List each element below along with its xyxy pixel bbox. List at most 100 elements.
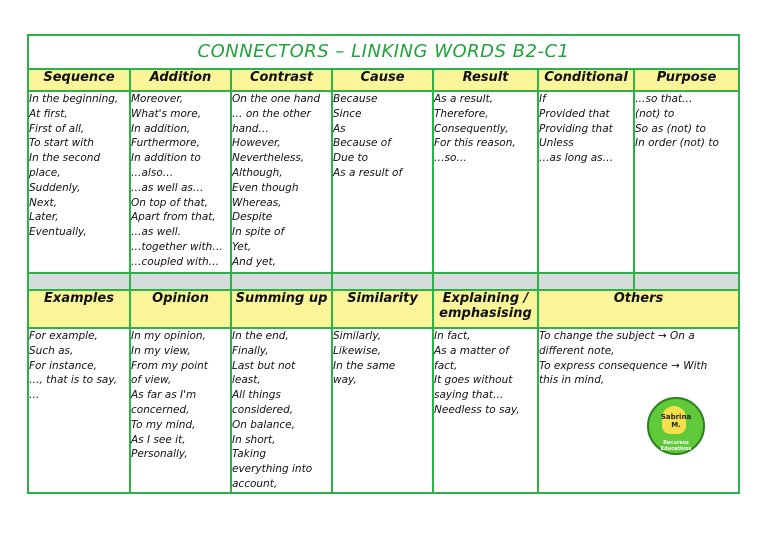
connector-item: Although, [232, 166, 283, 179]
column-addition: Moreover, What's more, In addition, Further… [129, 90, 232, 274]
column-examples: For example,Such as,For instance,…, that… [29, 327, 131, 494]
connector-item: Yet, [232, 240, 252, 253]
header-opinion: Opinion [129, 289, 232, 329]
connector-item: account, [232, 477, 278, 490]
divider-cell [129, 272, 232, 291]
connector-item: As a result, [434, 93, 494, 105]
divider-cell [633, 272, 738, 291]
divider-cell [432, 272, 539, 291]
header-cause: Cause [331, 68, 434, 92]
connector-item: different note, [539, 344, 615, 357]
brand-logo: Sabrina M. Recursos Educativos [647, 397, 705, 455]
connector-item: Consequently, [434, 122, 509, 135]
header-explaining: Explaining / emphasising [432, 289, 539, 329]
connector-item: Unless [539, 137, 574, 150]
connector-item: Finally, [232, 344, 269, 357]
logo-name-line2: M. [671, 421, 681, 429]
connector-item: …so that… [635, 93, 693, 105]
connector-item: Needless to say, [434, 403, 520, 416]
connector-item: Eventually, [29, 226, 87, 239]
connector-item: …as well as… [131, 181, 204, 194]
header-result: Result [432, 68, 539, 92]
connector-item: From my point [131, 359, 208, 372]
connector-item: In the end, [232, 330, 289, 342]
connector-item: concerned, [131, 403, 190, 416]
header-contrast: Contrast [230, 68, 333, 92]
header-summing-up: Summing up [230, 289, 333, 329]
connector-item: In the second [29, 152, 101, 165]
header-others: Others [537, 289, 738, 329]
connector-item: … [29, 389, 40, 402]
connector-item: saying that… [434, 389, 504, 402]
header-similarity: Similarity [331, 289, 434, 329]
connector-item: In the beginning, [29, 93, 119, 105]
connector-item: In addition, [131, 122, 191, 135]
connector-item: … on the other [232, 107, 311, 120]
connector-item: If [539, 93, 546, 105]
column-sequence: In the beginning,At first,First of all,T… [29, 90, 131, 274]
connector-item: For instance, [29, 359, 97, 372]
divider-cell [29, 272, 131, 291]
connector-item: So as (not) to [635, 122, 706, 135]
page-title: CONNECTORS – LINKING WORDS B2-C1 [29, 36, 738, 70]
connector-item: everything into [232, 463, 313, 476]
top-header-row: Sequence Addition Contrast Cause Result … [29, 68, 738, 92]
connector-item: As a result of [333, 166, 403, 179]
connector-item: To start with [29, 137, 94, 150]
connector-item: However, [232, 137, 281, 150]
connector-item: In order (not) to [635, 137, 719, 150]
connector-item: In spite of [232, 226, 285, 239]
connector-item: Provided that [539, 107, 610, 120]
column-result: As a result,Therefore,Consequently,For t… [432, 90, 539, 274]
connector-item: In the same [333, 359, 396, 372]
connector-item: To change the subject → On a [539, 330, 695, 342]
column-others: To change the subject → On a different no… [537, 327, 738, 494]
connector-item: considered, [232, 403, 294, 416]
bottom-header-row: Examples Opinion Summing up Similarity E… [29, 289, 738, 329]
connector-item: Personally, [131, 448, 188, 461]
connector-item: Suddenly, [29, 181, 81, 194]
connector-item: …together with… [131, 240, 223, 253]
connector-item: …coupled with… [131, 255, 220, 268]
connector-item: …also… [131, 166, 174, 179]
connector-item: Such as, [29, 344, 74, 357]
connector-item: Despite [232, 211, 273, 224]
connector-item: Moreover, [131, 93, 184, 105]
connector-item: Because of [333, 137, 391, 150]
header-addition: Addition [129, 68, 232, 92]
connector-item: It goes without [434, 374, 513, 387]
connector-item: Providing that [539, 122, 613, 135]
connector-item: Whereas, [232, 196, 282, 209]
connector-item: Likewise, [333, 344, 382, 357]
connector-item: (not) to [635, 107, 675, 120]
connector-item: To my mind, [131, 418, 196, 431]
logo-name: Sabrina M. [655, 413, 697, 429]
connector-item: Even though [232, 181, 299, 194]
connector-item: Next, [29, 196, 57, 209]
divider-row [29, 272, 738, 291]
connector-item: Furthermore, [131, 137, 200, 150]
connector-item: For example, [29, 330, 98, 342]
connector-item: hand… [232, 122, 269, 135]
connector-item: least, [232, 374, 261, 387]
connector-item: As I see it, [131, 433, 186, 446]
connector-item: Apart from that, [131, 211, 216, 224]
connector-item: of view, [131, 374, 172, 387]
connector-item: way, [333, 374, 357, 387]
connector-item: In short, [232, 433, 276, 446]
connector-item: …so… [434, 152, 467, 165]
lightbulb-icon [662, 406, 686, 434]
connectors-sheet: CONNECTORS – LINKING WORDS B2-C1 Sequenc… [27, 34, 740, 494]
connector-item: Similarly, [333, 330, 382, 342]
top-content-row: In the beginning,At first,First of all,T… [29, 90, 738, 274]
logo-name-line1: Sabrina [660, 413, 692, 421]
connector-item: …as long as… [539, 152, 614, 165]
connector-item: What's more, [131, 107, 202, 120]
connector-item: As far as I'm [131, 389, 197, 402]
connector-item: In addition to [131, 152, 201, 165]
